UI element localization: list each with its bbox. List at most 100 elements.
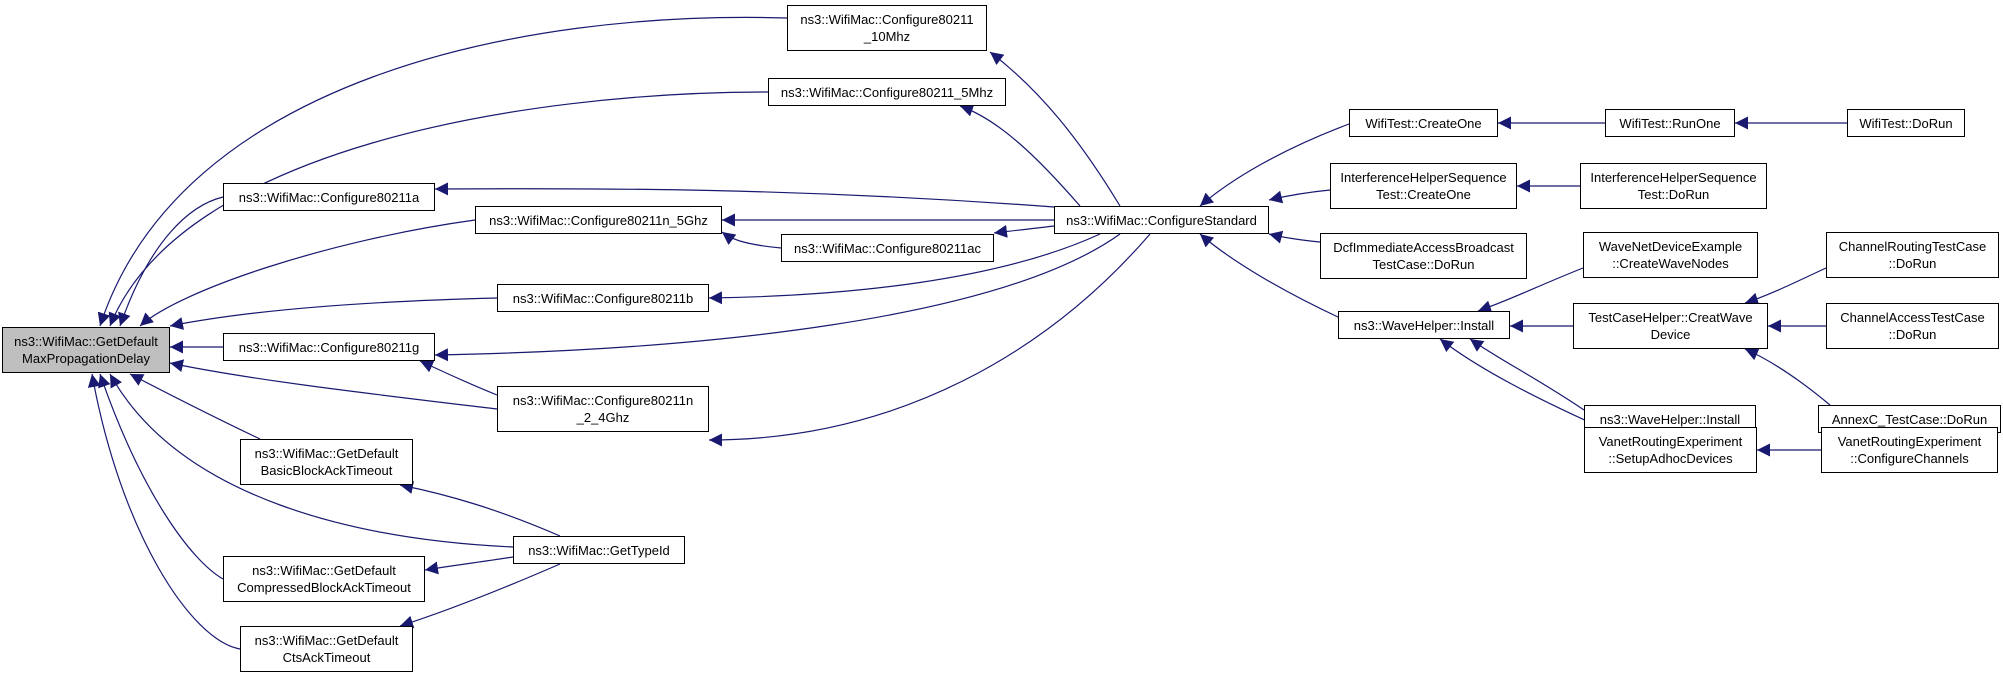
call-edge-vanetsetup-34 — [1439, 338, 1601, 428]
call-edge-basicack-7 — [129, 373, 261, 440]
call-edge-cfgstd-18 — [434, 233, 1121, 362]
node-label-line: Test::CreateOne — [1376, 187, 1471, 202]
graph-node-wtdorun[interactable]: WifiTest::DoRun — [1847, 109, 1965, 137]
node-label-line: DcfImmediateAccessBroadcast — [1333, 240, 1514, 255]
call-edge-wtcreate-24 — [1199, 123, 1350, 207]
node-label-line: ::CreateWaveNodes — [1612, 256, 1729, 271]
graph-node-cfg5mhz[interactable]: ns3::WifiMac::Configure80211_5Mhz — [768, 78, 1006, 106]
graph-node-cfga[interactable]: ns3::WifiMac::Configure80211a — [223, 183, 435, 211]
call-edge-cfgac-15 — [721, 231, 782, 249]
node-label-line: ns3::WaveHelper::Install — [1599, 411, 1741, 427]
node-label-line: Device — [1650, 327, 1691, 342]
node-label-line: Test::DoRun — [1637, 187, 1710, 202]
node-label-line: ns3::WifiMac::Configure80211_5Mhz — [780, 84, 994, 100]
node-label-line: ns3::WifiMac::Configure80211a — [238, 189, 420, 205]
node-label-line: ns3::WifiMac::GetDefault — [254, 446, 399, 461]
node-label-line: ChannelAccessTestCase — [1840, 310, 1985, 325]
call-edge-cfg5mhz-1 — [108, 91, 769, 327]
graph-node-cfgg[interactable]: ns3::WifiMac::Configure80211g — [223, 333, 435, 361]
node-label-line: ns3::WifiMac::GetTypeId — [528, 542, 670, 558]
call-edge-gettypeid-22 — [424, 556, 514, 575]
call-edge-ctsack-10 — [87, 373, 241, 650]
node-label-line: ::DoRun — [1888, 256, 1937, 271]
node-label-line: ChannelRoutingTestCase — [1838, 239, 1987, 254]
node-label-line: WaveNetDeviceExample — [1598, 239, 1743, 254]
call-edge-cfgstd-16 — [993, 224, 1055, 238]
call-edge-waveinstall-27 — [1199, 233, 1341, 319]
node-label-line: VanetRoutingExperiment — [1598, 434, 1743, 449]
node-label-line: ns3::WifiMac::Configure80211b — [512, 290, 694, 306]
graph-node-cfg10mhz[interactable]: ns3::WifiMac::Configure80211_10Mhz — [787, 5, 987, 51]
node-label-line: ns3::WifiMac::Configure80211 — [800, 12, 974, 27]
graph-node-cfgn24[interactable]: ns3::WifiMac::Configure80211n_2_4Ghz — [497, 386, 709, 432]
node-label-line: ns3::WifiMac::Configure80211g — [238, 339, 420, 355]
node-label-line: ns3::WifiMac::GetDefault — [254, 633, 399, 648]
node-label-line: WifiTest::CreateOne — [1365, 115, 1482, 131]
call-edge-cfgn5-3 — [139, 219, 476, 327]
node-label-line: CtsAckTimeout — [282, 650, 371, 665]
node-label-line: WifiTest::DoRun — [1859, 115, 1953, 131]
node-label-line: ns3::WifiMac::GetDefault — [14, 334, 158, 349]
node-label-line: InterferenceHelperSequence — [1340, 170, 1507, 185]
graph-node-vanetsetup[interactable]: VanetRoutingExperiment::SetupAdhocDevice… — [1584, 427, 1757, 473]
node-label-line: WifiTest::RunOne — [1619, 115, 1721, 131]
call-edge-cfgstd-17 — [708, 233, 1101, 305]
node-label-line: BasicBlockAckTimeout — [260, 463, 393, 478]
node-label-line: ::SetupAdhocDevices — [1608, 451, 1733, 466]
node-label-line: ns3::WifiMac::Configure80211n — [512, 393, 694, 408]
call-edge-annexc-37 — [1744, 348, 1831, 406]
node-label-line: CompressedBlockAckTimeout — [237, 580, 411, 595]
graph-node-chaccess[interactable]: ChannelAccessTestCase::DoRun — [1826, 303, 1999, 349]
call-edge-wavenodes-31 — [1477, 267, 1584, 313]
graph-node-cfgstd[interactable]: ns3::WifiMac::ConfigureStandard — [1054, 206, 1269, 234]
call-edge-gettypeid-21 — [399, 481, 561, 537]
graph-node-cfgn5[interactable]: ns3::WifiMac::Configure80211n_5Ghz — [475, 206, 722, 234]
node-label-line: ns3::WifiMac::Configure80211n_5Ghz — [489, 212, 708, 228]
node-label-line: InterferenceHelperSequence — [1590, 170, 1757, 185]
call-edge-chroute-35 — [1744, 267, 1827, 306]
node-label-line: VanetRoutingExperiment — [1837, 434, 1982, 449]
call-edge-cfgb-4 — [169, 297, 498, 330]
graph-node-wtrun[interactable]: WifiTest::RunOne — [1605, 109, 1735, 137]
graph-node-waveinstall[interactable]: ns3::WaveHelper::Install — [1338, 311, 1510, 339]
call-edge-cfgstd-12 — [959, 104, 1081, 207]
call-edge-cfgn24-19 — [419, 360, 498, 396]
graph-node-wavenodes[interactable]: WaveNetDeviceExample::CreateWaveNodes — [1583, 232, 1758, 278]
node-label-line: _2_4Ghz — [576, 410, 630, 425]
call-edge-ihcreate-25 — [1268, 189, 1331, 204]
node-label-line: ns3::WifiMac::Configure80211ac — [794, 240, 981, 256]
graph-edges — [87, 16, 1847, 650]
call-edge-cfgstd-13 — [434, 182, 1055, 208]
node-label-line: ns3::WifiMac::GetDefault — [252, 563, 396, 578]
graph-node-cfgb[interactable]: ns3::WifiMac::Configure80211b — [497, 284, 709, 312]
node-label-line: ns3::WaveHelper::Install — [1353, 317, 1495, 333]
graph-node-cfgac[interactable]: ns3::WifiMac::Configure80211ac — [781, 234, 994, 262]
call-edge-waveinstall2-33 — [1469, 338, 1585, 411]
node-label-line: AnnexC_TestCase::DoRun — [1831, 411, 1988, 427]
call-edge-cfgn24-6 — [169, 359, 498, 410]
graph-node-chroute[interactable]: ChannelRoutingTestCase::DoRun — [1826, 232, 1999, 278]
call-edge-gettypeid-23 — [399, 563, 561, 629]
node-label-line: ::ConfigureChannels — [1850, 451, 1969, 466]
node-label-line: ns3::WifiMac::ConfigureStandard — [1066, 212, 1257, 228]
graph-node-vanetcfg[interactable]: VanetRoutingExperiment::ConfigureChannel… — [1821, 427, 1998, 473]
call-edge-cfgstd-11 — [989, 51, 1121, 207]
node-label-line: ::DoRun — [1888, 327, 1937, 342]
node-label-line: _10Mhz — [863, 29, 911, 44]
call-edge-cfgstd-20 — [708, 233, 1151, 447]
graph-node-wtcreate[interactable]: WifiTest::CreateOne — [1349, 109, 1498, 137]
call-edge-dcfrun-26 — [1268, 230, 1321, 244]
graph-node-gettypeid[interactable]: ns3::WifiMac::GetTypeId — [513, 536, 685, 564]
node-label-line: MaxPropagationDelay — [22, 351, 150, 366]
call-edge-cfga-2 — [118, 196, 224, 327]
call-edge-compack-9 — [98, 373, 224, 580]
